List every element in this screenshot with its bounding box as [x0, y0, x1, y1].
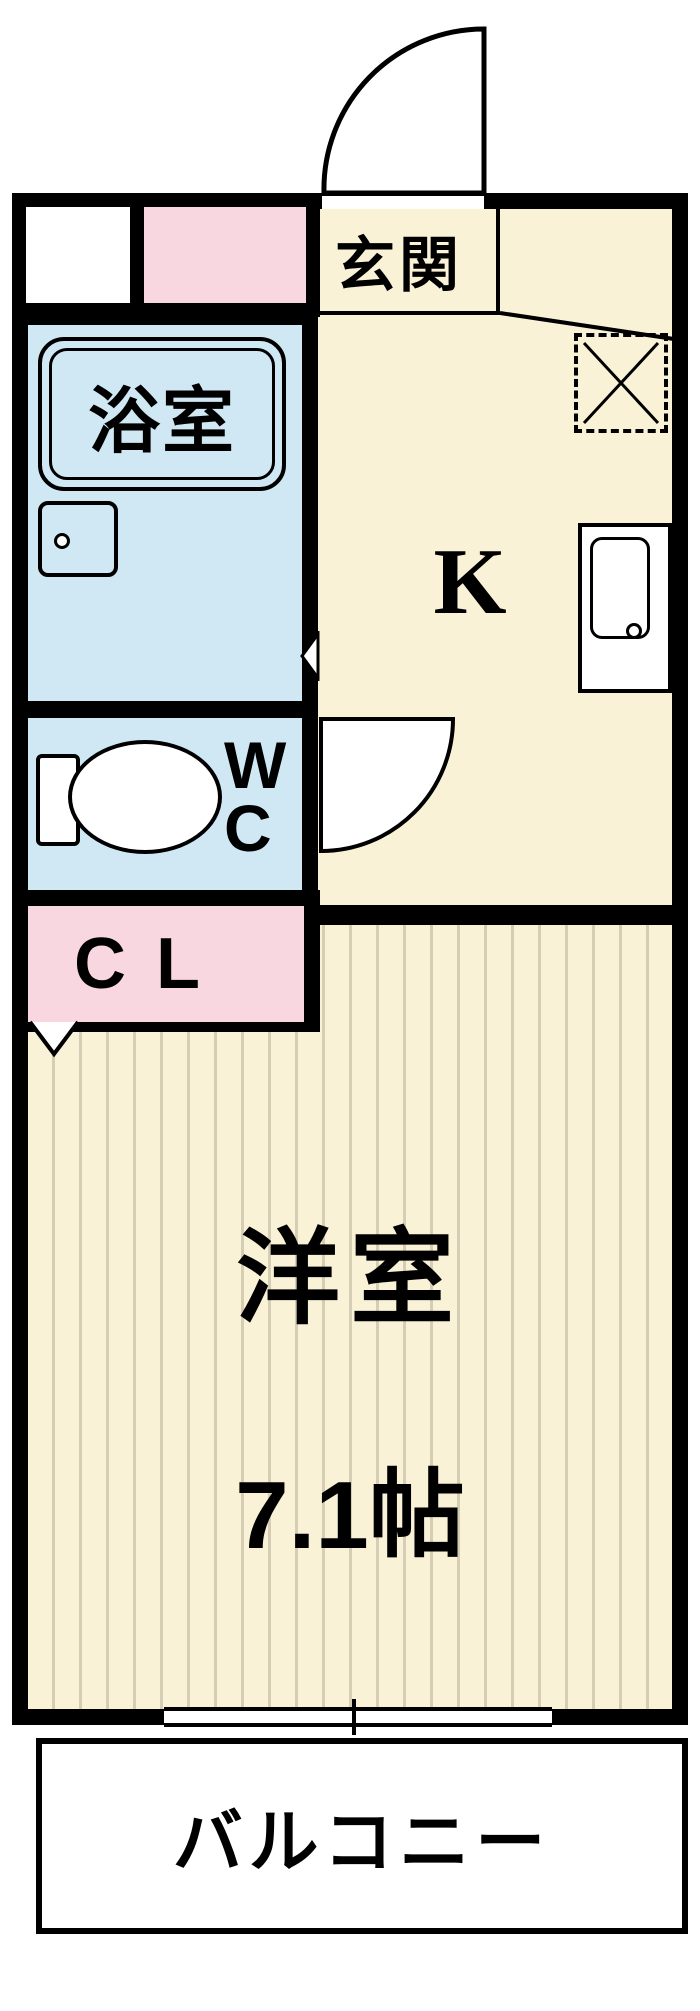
closet-label: CL [74, 924, 230, 1004]
wall-kitchen-room [302, 905, 688, 925]
kitchen-label: K [433, 530, 507, 634]
closet: CL [12, 890, 320, 1032]
stove-cross-mark [582, 341, 660, 425]
bathtub-icon: 浴室 [38, 337, 286, 491]
window-center-tick [352, 1699, 356, 1735]
entrance-opening [322, 196, 484, 209]
wc-label: W C [224, 728, 287, 865]
kitchen-faucet-dot [626, 623, 642, 639]
bath-door-notch-icon [300, 631, 320, 681]
wc-label-line2: C [224, 790, 272, 865]
closet-door-chevron-icon [28, 1020, 80, 1058]
entrance-door-arc-icon [321, 26, 487, 195]
kitchen-counter-icon [578, 523, 672, 693]
room-label: 洋室 [235, 1221, 464, 1337]
wc-label-line1: W [224, 728, 287, 802]
window-icon [164, 1707, 552, 1727]
toilet-bowl-icon [68, 740, 222, 854]
entrance-area: 玄関 [302, 209, 500, 315]
washbasin-icon [38, 501, 118, 577]
bathroom: 浴室 [12, 309, 318, 717]
kitchen-sink-icon [590, 537, 650, 639]
bathroom-label: 浴室 [87, 381, 236, 462]
room-size-label: 7.1帖 [235, 1462, 465, 1569]
bathtub-inner-rim [49, 348, 275, 480]
entrance-side-compartment [12, 193, 146, 317]
wc-door-arc-icon [319, 717, 456, 854]
shoe-cabinet [130, 193, 320, 317]
balcony-label: バルコニー [172, 1802, 552, 1881]
stove-space-icon [574, 333, 668, 433]
washbasin-faucet-dot [54, 533, 70, 549]
toilet-room: W C [12, 702, 318, 906]
entrance-label: 玄関 [335, 231, 463, 299]
western-room-floor: 洋室 7.1帖 [28, 925, 672, 1709]
balcony: バルコニー [36, 1738, 688, 1934]
